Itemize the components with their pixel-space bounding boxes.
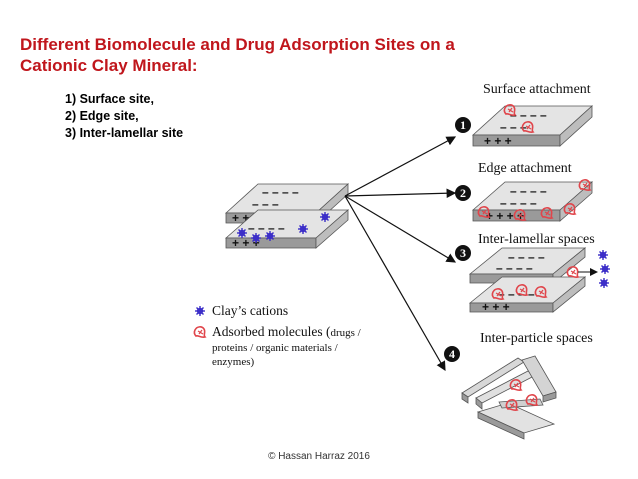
slide-title-line-2: Cationic Clay Mineral: bbox=[20, 56, 198, 75]
svg-text:2: 2 bbox=[460, 186, 466, 200]
legend-adsorbed-line-3: enzymes) bbox=[212, 356, 254, 368]
site-item-surface: 1) Surface site, bbox=[65, 92, 154, 106]
svg-text:– – –: – – – bbox=[500, 120, 527, 134]
label-edge-attachment: Edge attachment bbox=[478, 161, 572, 176]
label-interparticle-spaces: Inter-particle spaces bbox=[480, 331, 593, 346]
cation-marker bbox=[297, 223, 309, 235]
svg-text:– – – –: – – – – bbox=[510, 184, 547, 198]
label-surface-attachment: Surface attachment bbox=[483, 82, 591, 97]
site-list: 1) Surface site, 2) Edge site, 3) Inter-… bbox=[65, 91, 183, 142]
site-item-interlamellar: 3) Inter-lamellar site bbox=[65, 126, 184, 140]
cation-marker bbox=[250, 232, 262, 244]
svg-text:+ + +: + + + bbox=[484, 134, 512, 148]
edge-plate: – – – – – – – – + + + + bbox=[471, 181, 594, 223]
surface-plate: – – – – – – – + + + bbox=[471, 105, 594, 148]
interlamellar-top-plate: – – – – – – – – bbox=[468, 247, 587, 284]
site-item-edge: 2) Edge site, bbox=[65, 109, 139, 123]
number-badge-2: 2 bbox=[455, 185, 471, 201]
interparticle-plates bbox=[461, 355, 557, 440]
svg-text:– – – –: – – – – bbox=[496, 261, 533, 275]
arrow-to-interparticle bbox=[344, 195, 446, 372]
svg-text:+ + +: + + + bbox=[232, 236, 260, 250]
interlamellar-bottom-plate: – – – – + + + bbox=[468, 276, 587, 314]
svg-text:– – – –: – – – – bbox=[498, 287, 535, 301]
arrow-to-surface bbox=[344, 136, 457, 197]
svg-text:4: 4 bbox=[449, 347, 455, 361]
copyright-footer: © Hassan Harraz 2016 bbox=[268, 451, 370, 462]
adsorbed-molecule bbox=[566, 266, 579, 279]
cation-marker bbox=[598, 277, 610, 289]
svg-text:– – – –: – – – – bbox=[262, 185, 299, 199]
number-badge-1: 1 bbox=[455, 117, 471, 133]
legend-adsorbed-line-2: proteins / organic materials / bbox=[212, 342, 339, 354]
legend-cations-label: Clay’s cations bbox=[212, 303, 288, 318]
svg-text:– – – –: – – – – bbox=[508, 250, 545, 264]
svg-text:– – –: – – – bbox=[252, 197, 279, 211]
svg-text:3: 3 bbox=[460, 246, 466, 260]
svg-text:– – – –: – – – – bbox=[510, 108, 547, 122]
slide-title: Different Biomolecule and Drug Adsorptio… bbox=[20, 34, 620, 76]
arrow-to-edge bbox=[344, 188, 457, 199]
svg-text:1: 1 bbox=[460, 118, 466, 132]
cation-marker bbox=[236, 227, 248, 239]
legend-adsorbed-label: Adsorbed molecules (drugs / bbox=[212, 324, 362, 339]
number-badge-3: 3 bbox=[455, 245, 471, 261]
svg-text:+ + + +: + + + + bbox=[486, 209, 524, 223]
legend-cation-icon bbox=[194, 305, 206, 317]
svg-text:+ + +: + + + bbox=[482, 300, 510, 314]
cation-marker bbox=[319, 211, 331, 223]
cation-marker bbox=[264, 230, 276, 242]
cation-marker bbox=[599, 263, 611, 275]
arrow-to-interlamellar bbox=[344, 195, 457, 263]
clay-stack-bottom-plate: – – – – + + + bbox=[224, 209, 350, 250]
number-badge-4: 4 bbox=[444, 346, 460, 362]
cation-marker bbox=[597, 249, 609, 261]
svg-text:– – – –: – – – – bbox=[248, 221, 285, 235]
svg-text:– – – –: – – – – bbox=[500, 196, 537, 210]
legend-molecule-icon bbox=[193, 326, 206, 339]
slide-title-line-1: Different Biomolecule and Drug Adsorptio… bbox=[20, 35, 455, 54]
label-interlamellar-spaces: Inter-lamellar spaces bbox=[478, 232, 595, 247]
